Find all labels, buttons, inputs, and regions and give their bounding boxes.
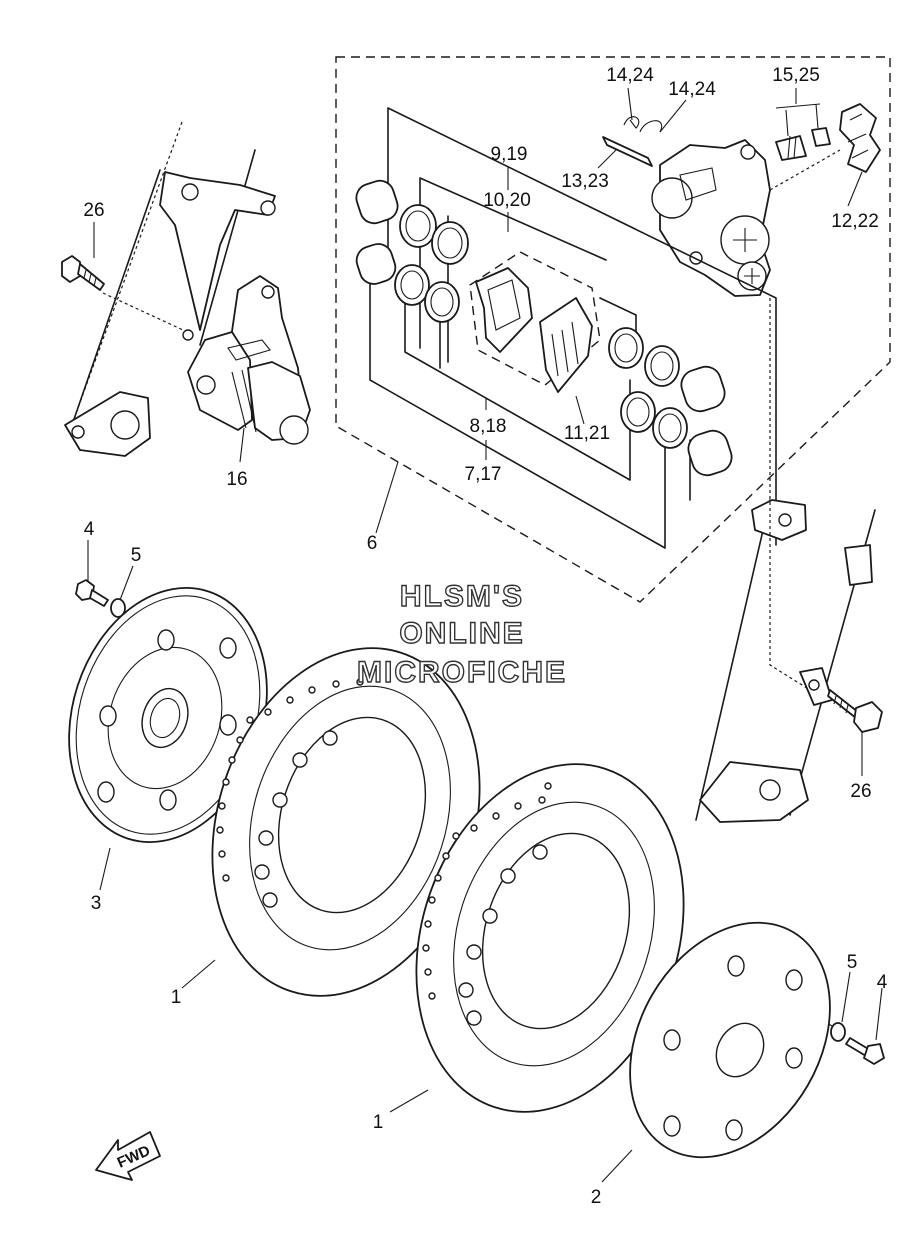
callout-leaders <box>87 87 883 1183</box>
brake-pad-set <box>469 251 601 393</box>
callout-7-17: 7,17 <box>465 464 502 485</box>
watermark-line-2: ONLINE <box>399 617 524 650</box>
callout-14-24-a: 14,24 <box>606 65 654 86</box>
bolt-26-right <box>827 689 883 733</box>
callout-15-25: 15,25 <box>772 65 820 86</box>
washer-5-left <box>110 598 126 618</box>
left-fork-leg <box>64 121 276 457</box>
pad-spring-12-22 <box>769 103 881 191</box>
callout-10-20: 10,20 <box>483 190 531 211</box>
bolt-4-right <box>845 1037 885 1065</box>
callout-1-upper: 1 <box>171 987 182 1008</box>
callout-3: 3 <box>91 893 102 914</box>
callout-8-18: 8,18 <box>470 416 507 437</box>
callout-4-left: 4 <box>84 519 95 540</box>
pad-pin-13-23 <box>602 136 653 167</box>
callout-12-22: 12,22 <box>831 211 879 232</box>
brake-disc-1-upper <box>211 647 481 997</box>
callout-5-right: 5 <box>847 952 858 973</box>
callout-5-left: 5 <box>131 545 142 566</box>
right-fork-leg <box>695 298 876 823</box>
disc-hub-3 <box>68 587 268 843</box>
callout-16: 16 <box>226 469 247 490</box>
callout-6: 6 <box>367 533 378 554</box>
callout-11-21: 11,21 <box>564 423 610 444</box>
callout-1-lower: 1 <box>373 1112 384 1133</box>
bolt-4-left <box>75 579 109 607</box>
piston-seal-set <box>355 179 733 477</box>
callout-14-24-b: 14,24 <box>668 79 716 100</box>
callout-labels: 26 16 4 5 3 1 1 2 5 4 26 6 7,17 8,18 9,1… <box>83 65 887 1208</box>
callout-2: 2 <box>591 1187 602 1208</box>
pin-clip-14-24 <box>623 116 663 133</box>
callout-13-23: 13,23 <box>561 171 609 192</box>
disc-cover-2 <box>629 921 831 1159</box>
watermark-line-1: HLSM'S <box>400 580 524 613</box>
bolt-26-left <box>61 255 105 291</box>
watermark-line-3: MICROFICHE <box>357 656 567 689</box>
washer-5-right <box>830 1022 846 1042</box>
watermark: HLSM'S ONLINE MICROFICHE <box>356 579 567 689</box>
forward-direction-badge: FWD <box>95 1131 161 1181</box>
callout-26-left: 26 <box>83 200 104 221</box>
caliper-body-kit <box>651 139 771 297</box>
caliper-assembly-16 <box>187 275 311 445</box>
callout-26-right: 26 <box>850 781 871 802</box>
caliper-kit-boundary <box>335 56 891 603</box>
callout-4-right: 4 <box>877 972 888 993</box>
callout-9-19: 9,19 <box>491 144 528 165</box>
bleed-screw-15-25 <box>775 127 831 161</box>
